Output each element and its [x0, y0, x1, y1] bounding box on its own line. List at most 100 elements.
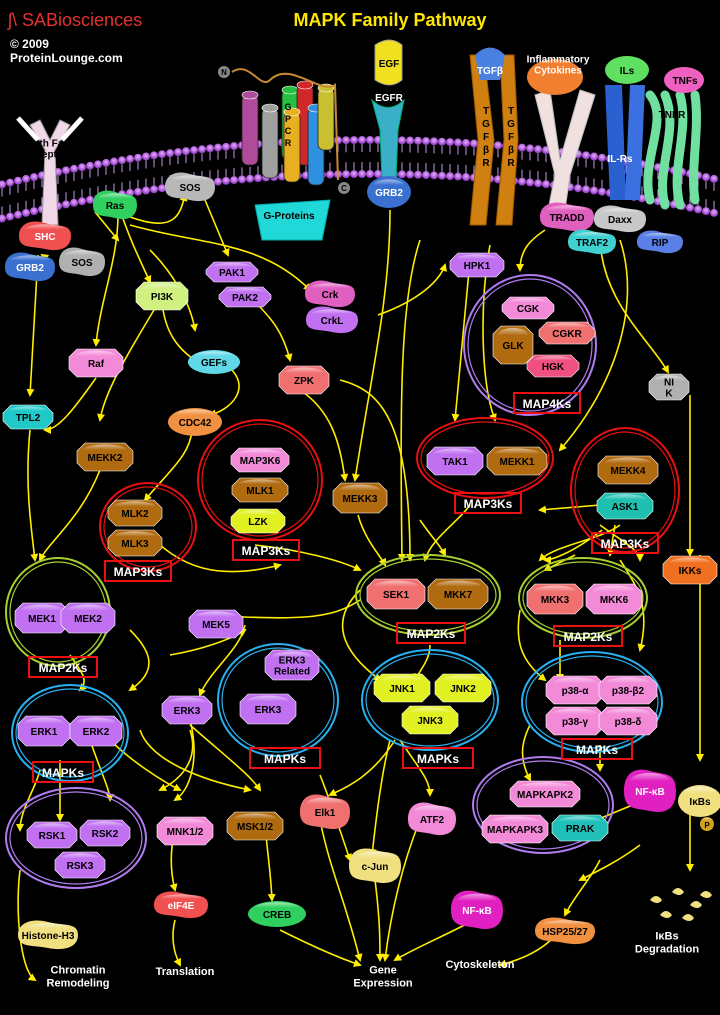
- node-label-rip: RIP: [652, 238, 669, 249]
- lipid: [6, 178, 14, 221]
- node-label-zpk: ZPK: [294, 376, 315, 387]
- node-erk3a: ERK3: [239, 693, 297, 725]
- lipid: [158, 150, 166, 193]
- node-label-raf: Raf: [88, 359, 105, 370]
- node-jnk2: JNK2: [434, 673, 492, 703]
- lipid: [438, 137, 446, 180]
- brand-prefix: SA: [22, 10, 47, 30]
- node-prak: PRAK: [551, 814, 609, 842]
- map3ks-box-1-text: MAP3Ks: [114, 565, 163, 579]
- node-rsk2: RSK2: [79, 819, 131, 847]
- signal-arrow: [189, 724, 262, 792]
- node-label-hsp: HSP25/27: [542, 927, 588, 938]
- node-cdc42: CDC42: [168, 408, 222, 436]
- egf-label: EGF: [379, 59, 400, 70]
- node-mlk3: MLK3: [107, 529, 163, 557]
- node-label-grb2b: GRB2: [375, 188, 403, 199]
- node-tak1: TAK1: [426, 446, 484, 476]
- lipid: [710, 174, 718, 217]
- node-nfkb1: NF-κB: [624, 769, 676, 812]
- signal-arrow: [143, 429, 193, 502]
- node-rsk3: RSK3: [54, 851, 106, 879]
- map2ks-box-3-text: MAP2Ks: [564, 630, 613, 644]
- node-label-daxx: Daxx: [608, 215, 632, 226]
- node-label-sosb: SOS: [179, 183, 200, 194]
- lipid: [422, 137, 430, 180]
- jnk-ring: [361, 649, 499, 751]
- node-erk1: ERK1: [17, 715, 71, 747]
- signal-arrow: [109, 739, 182, 791]
- node-sosb: SOS: [165, 172, 215, 202]
- brand-mark-icon: ʃ\: [8, 10, 23, 30]
- node-raf: Raf: [68, 348, 124, 378]
- map2ks-box-1: MAP2Ks: [28, 656, 98, 678]
- node-mlk2: MLK2: [107, 499, 163, 527]
- signal-arrow: [381, 819, 421, 962]
- signal-arrow: [351, 209, 391, 482]
- node-label-mek2: MEK2: [74, 614, 102, 625]
- signal-arrow: [339, 379, 414, 562]
- node-label-grb2a: GRB2: [16, 263, 44, 274]
- lipid: [70, 164, 78, 207]
- signal-arrow: [208, 369, 240, 418]
- lipid: [350, 136, 358, 179]
- page-title: MAPK Family Pathway: [293, 10, 487, 30]
- signal-arrow: [538, 504, 601, 514]
- node-atf2: ATF2: [408, 802, 456, 836]
- degraded-fragments-icon: [650, 888, 712, 921]
- erk3-ring: [217, 643, 339, 757]
- lipid: [454, 138, 462, 181]
- node-label-mapkapk2: MAPKAPK2: [517, 790, 574, 801]
- signal-arrow: [328, 739, 396, 796]
- tnf-receptor: [643, 67, 704, 210]
- node-mek1: MEK1: [14, 602, 70, 634]
- node-label-mlk1: MLK1: [246, 486, 274, 497]
- node-erk2: ERK2: [69, 715, 123, 747]
- signal-arrow: [158, 729, 194, 791]
- node-p38b2: p38-β2: [598, 675, 658, 705]
- signal-arrow: [564, 859, 601, 917]
- mapks-box-4-text: MAPKs: [576, 743, 618, 757]
- node-hgk: HGK: [526, 354, 580, 378]
- signal-arrow: [558, 239, 629, 452]
- node-ras: Ras: [93, 190, 137, 220]
- lipid: [214, 143, 222, 186]
- mapks-box-2: MAPKs: [249, 747, 321, 769]
- signal-arrow: [397, 239, 421, 562]
- node-crkl: CrkL: [306, 306, 358, 334]
- node-label-rsk2: RSK2: [92, 829, 119, 840]
- map3ks-box-3: MAP3Ks: [454, 492, 522, 514]
- node-pak1: PAK1: [205, 261, 259, 283]
- node-label-pak2: PAK2: [232, 293, 258, 304]
- map2ks-box-2-text: MAP2Ks: [407, 627, 456, 641]
- signal-arrow: [43, 377, 97, 434]
- node-tradd: TRADD: [540, 202, 594, 232]
- brand-logo: ʃ\ SABiosciences: [8, 10, 142, 31]
- node-map3k6: MAP3K6: [230, 447, 290, 473]
- c-terminus-icon: [338, 182, 350, 194]
- node-glk: GLK: [492, 325, 534, 365]
- tgfb-label: TGFβ: [477, 66, 503, 77]
- signal-arrow: [299, 389, 349, 482]
- node-creb: CREB: [248, 901, 306, 927]
- mapks-box-1-text: MAPKs: [42, 766, 84, 780]
- node-pi3k: PI3K: [135, 281, 189, 311]
- node-msk12: MSK1/2: [226, 811, 284, 841]
- node-grb2b: GRB2: [369, 178, 409, 206]
- mapks-box-4: MAPKs: [561, 738, 633, 760]
- node-sosa: SOS: [59, 247, 105, 277]
- lipid: [342, 136, 350, 179]
- lipid: [598, 153, 606, 196]
- map3ks-box-2: MAP3Ks: [232, 539, 300, 561]
- node-label-mekk4: MEKK4: [610, 466, 645, 477]
- signal-arrow: [204, 199, 230, 257]
- node-label-crkl: CrkL: [321, 316, 344, 327]
- node-label-sek1: SEK1: [383, 590, 410, 601]
- lipid: [230, 142, 238, 185]
